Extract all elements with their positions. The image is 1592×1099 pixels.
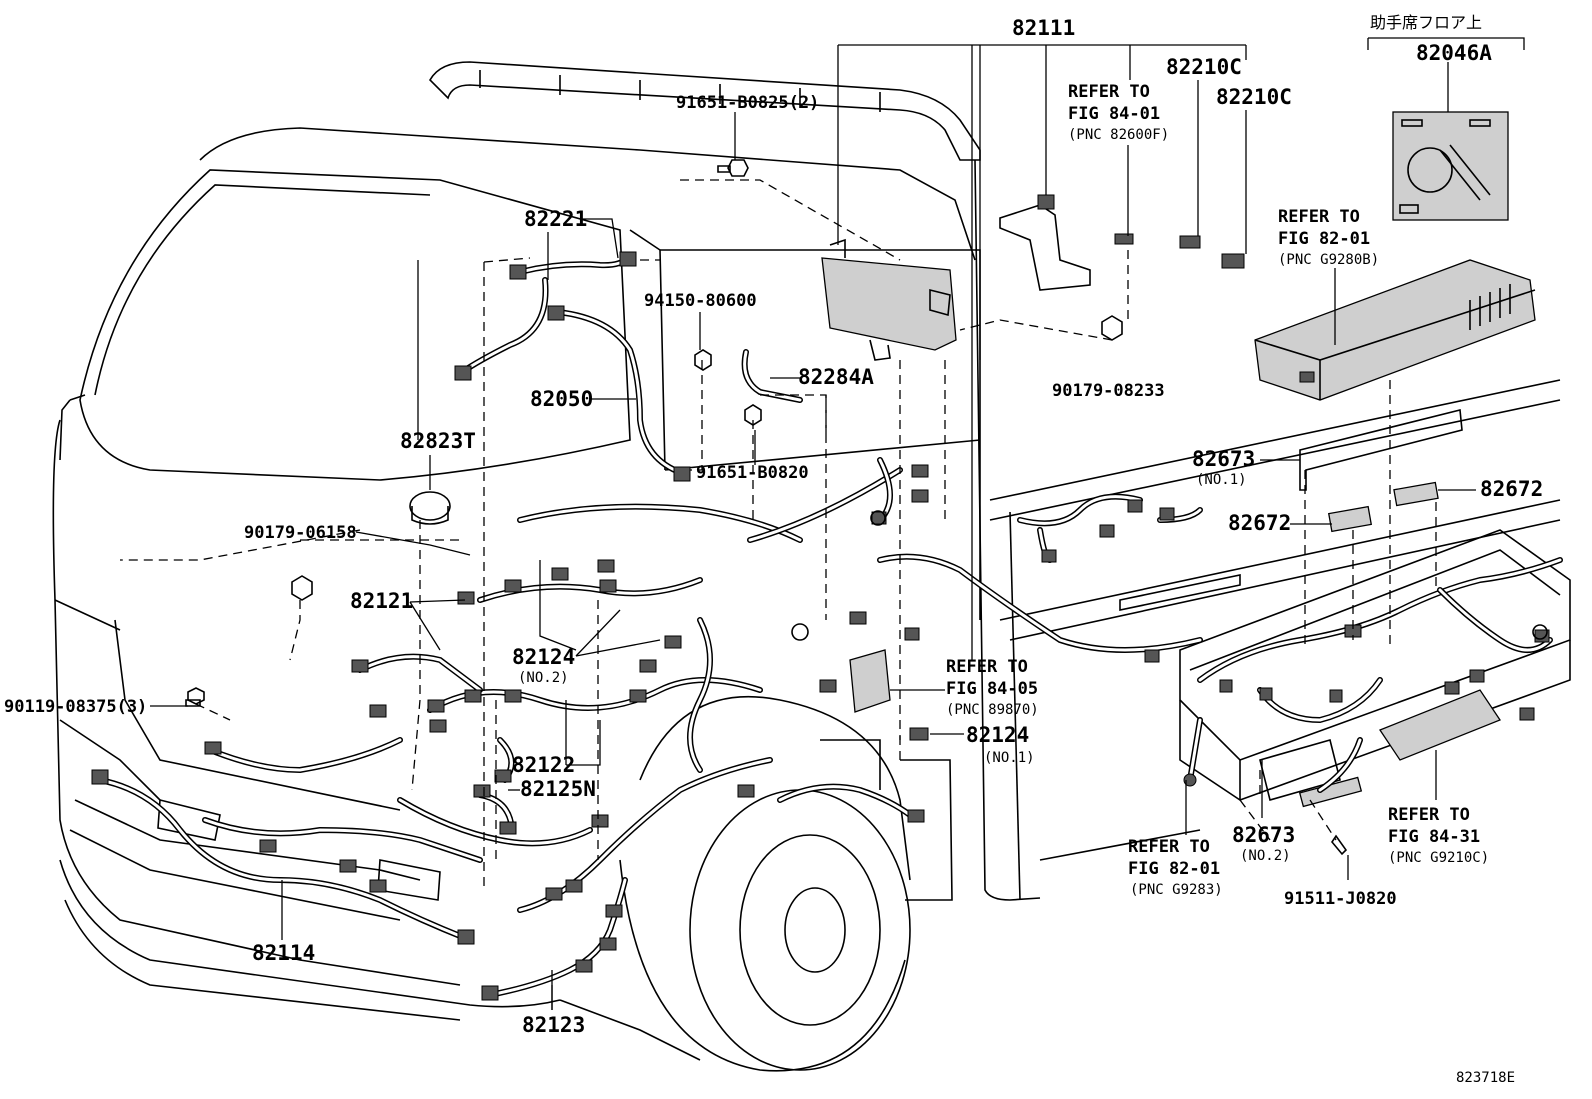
label-82673-no2: 82673 <box>1232 823 1295 847</box>
bracket-82673 <box>1299 408 1463 491</box>
svg-text:REFER TO: REFER TO <box>1068 82 1150 102</box>
label-82114: 82114 <box>252 941 315 965</box>
ecu-89870 <box>849 649 891 713</box>
label-82672-a: 82672 <box>1228 511 1291 535</box>
truck-cab-outline <box>52 61 1041 1072</box>
label-82210c-a: 82210C <box>1166 55 1242 79</box>
label-82673-no1-sub: (NO.1) <box>1196 472 1247 488</box>
reference-fig-84-05: REFER TO FIG 84-05 (PNC 89870) <box>946 657 1039 718</box>
label-94150-80600: 94150-80600 <box>644 291 757 311</box>
connector-82672-b <box>1393 481 1439 507</box>
connector-82672-a <box>1327 505 1373 533</box>
fasteners <box>185 159 1548 856</box>
label-82221: 82221 <box>524 207 587 231</box>
label-jp-passenger-floor: 助手席フロア上 <box>1370 13 1482 32</box>
reference-fig-82-01-g9280b: REFER TO FIG 82-01 (PNC G9280B) <box>1278 207 1379 268</box>
connectors <box>91 251 1550 1001</box>
svg-text:REFER TO: REFER TO <box>1388 805 1470 825</box>
junction-block-82046a <box>1392 111 1509 221</box>
battery-tray <box>1179 529 1571 808</box>
label-82046a: 82046A <box>1416 41 1492 65</box>
svg-text:(PNC G9280B): (PNC G9280B) <box>1278 252 1379 268</box>
label-91511-j0820: 91511-J0820 <box>1284 889 1397 909</box>
label-90119-08375: 90119-08375(3) <box>4 697 147 717</box>
reference-notes: REFER TO FIG 84-01 (PNC 82600F) REFER TO… <box>946 82 1489 898</box>
svg-text:REFER TO: REFER TO <box>946 657 1028 677</box>
label-82124-no2-sub: (NO.2) <box>518 670 569 686</box>
label-82284a: 82284A <box>798 365 874 389</box>
label-82672-b: 82672 <box>1480 477 1543 501</box>
figure-code: 823718E <box>1456 1070 1515 1086</box>
ecu-module-g9280b <box>1254 259 1536 401</box>
reference-fig-84-01: REFER TO FIG 84-01 (PNC 82600F) <box>1068 82 1169 143</box>
bracket-82210c <box>999 194 1245 291</box>
svg-text:(PNC G9210C): (PNC G9210C) <box>1388 850 1489 866</box>
installation-lines <box>120 179 1437 890</box>
chassis-frame <box>989 379 1561 901</box>
label-82673-no1: 82673 <box>1192 447 1255 471</box>
part-number-labels: 82111 82210C 82210C 助手席フロア上 82046A 91651… <box>4 13 1543 1086</box>
label-82111: 82111 <box>1012 16 1075 40</box>
leader-lines <box>150 37 1525 1010</box>
svg-text:FIG 84-31: FIG 84-31 <box>1388 827 1480 847</box>
svg-text:REFER TO: REFER TO <box>1128 837 1210 857</box>
label-82124-no1-sub: (NO.1) <box>984 750 1035 766</box>
svg-text:FIG 82-01: FIG 82-01 <box>1278 229 1370 249</box>
label-82124-no2: 82124 <box>512 645 575 669</box>
ecu-bracket-82111 <box>821 238 957 361</box>
svg-text:FIG 84-05: FIG 84-05 <box>946 679 1038 699</box>
label-82121: 82121 <box>350 589 413 613</box>
label-91651-b0820: 91651-B0820 <box>696 463 809 483</box>
reference-fig-84-31: REFER TO FIG 84-31 (PNC G9210C) <box>1388 805 1489 866</box>
label-82123: 82123 <box>522 1013 585 1037</box>
svg-text:(PNC 89870): (PNC 89870) <box>946 702 1039 718</box>
svg-text:FIG 84-01: FIG 84-01 <box>1068 104 1160 124</box>
svg-text:FIG 82-01: FIG 82-01 <box>1128 859 1220 879</box>
label-90179-06158: 90179-06158 <box>244 523 357 543</box>
label-90179-08233: 90179-08233 <box>1052 381 1165 401</box>
svg-text:(PNC 82600F): (PNC 82600F) <box>1068 127 1169 143</box>
svg-text:(PNC G9283): (PNC G9283) <box>1130 882 1223 898</box>
label-82050: 82050 <box>530 387 593 411</box>
label-91651-b0825: 91651-B0825(2) <box>676 93 819 113</box>
label-82122: 82122 <box>512 753 575 777</box>
svg-text:REFER TO: REFER TO <box>1278 207 1360 227</box>
label-82673-no2-sub: (NO.2) <box>1240 848 1291 864</box>
label-82124-no1: 82124 <box>966 723 1029 747</box>
label-82210c-b: 82210C <box>1216 85 1292 109</box>
label-82125n: 82125N <box>520 777 596 801</box>
label-82823t: 82823T <box>400 429 476 453</box>
reference-fig-82-01-g9283: REFER TO FIG 82-01 (PNC G9283) <box>1128 837 1223 898</box>
